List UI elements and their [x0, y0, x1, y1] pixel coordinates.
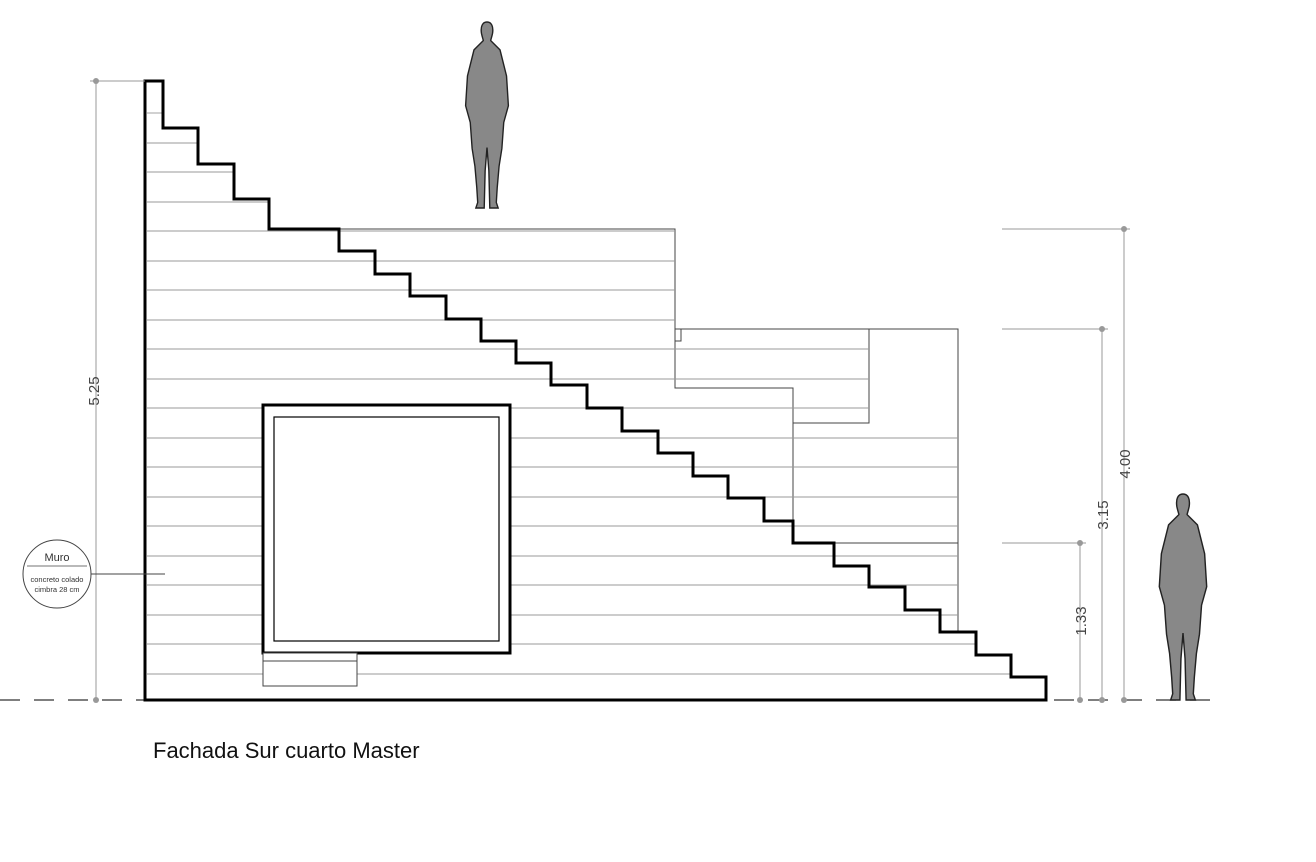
material-note-heading: Muro	[44, 552, 69, 564]
dimension-roof-height	[1002, 226, 1130, 703]
dimension-roof-height-label: 4.00	[1117, 449, 1134, 478]
wall-outline	[143, 79, 1048, 702]
drawing-title: Fachada Sur cuarto Master	[153, 738, 420, 763]
material-note-line1: concreto colado	[31, 575, 84, 584]
dimension-total-height-label: 5.25	[86, 376, 103, 405]
dimension-low-height	[1002, 540, 1086, 703]
dimension-low-height-label: 1.33	[1073, 606, 1090, 635]
material-note	[22, 539, 165, 609]
dimension-mid-height-label: 3.15	[1095, 500, 1112, 529]
dimension-total-height	[90, 78, 145, 703]
dimension-mid-height	[1002, 326, 1108, 703]
window	[261, 403, 512, 687]
material-note-line2: cimbra 28 cm	[34, 585, 79, 594]
human-figure-ground	[1158, 493, 1208, 701]
human-figure-roof	[464, 21, 510, 209]
